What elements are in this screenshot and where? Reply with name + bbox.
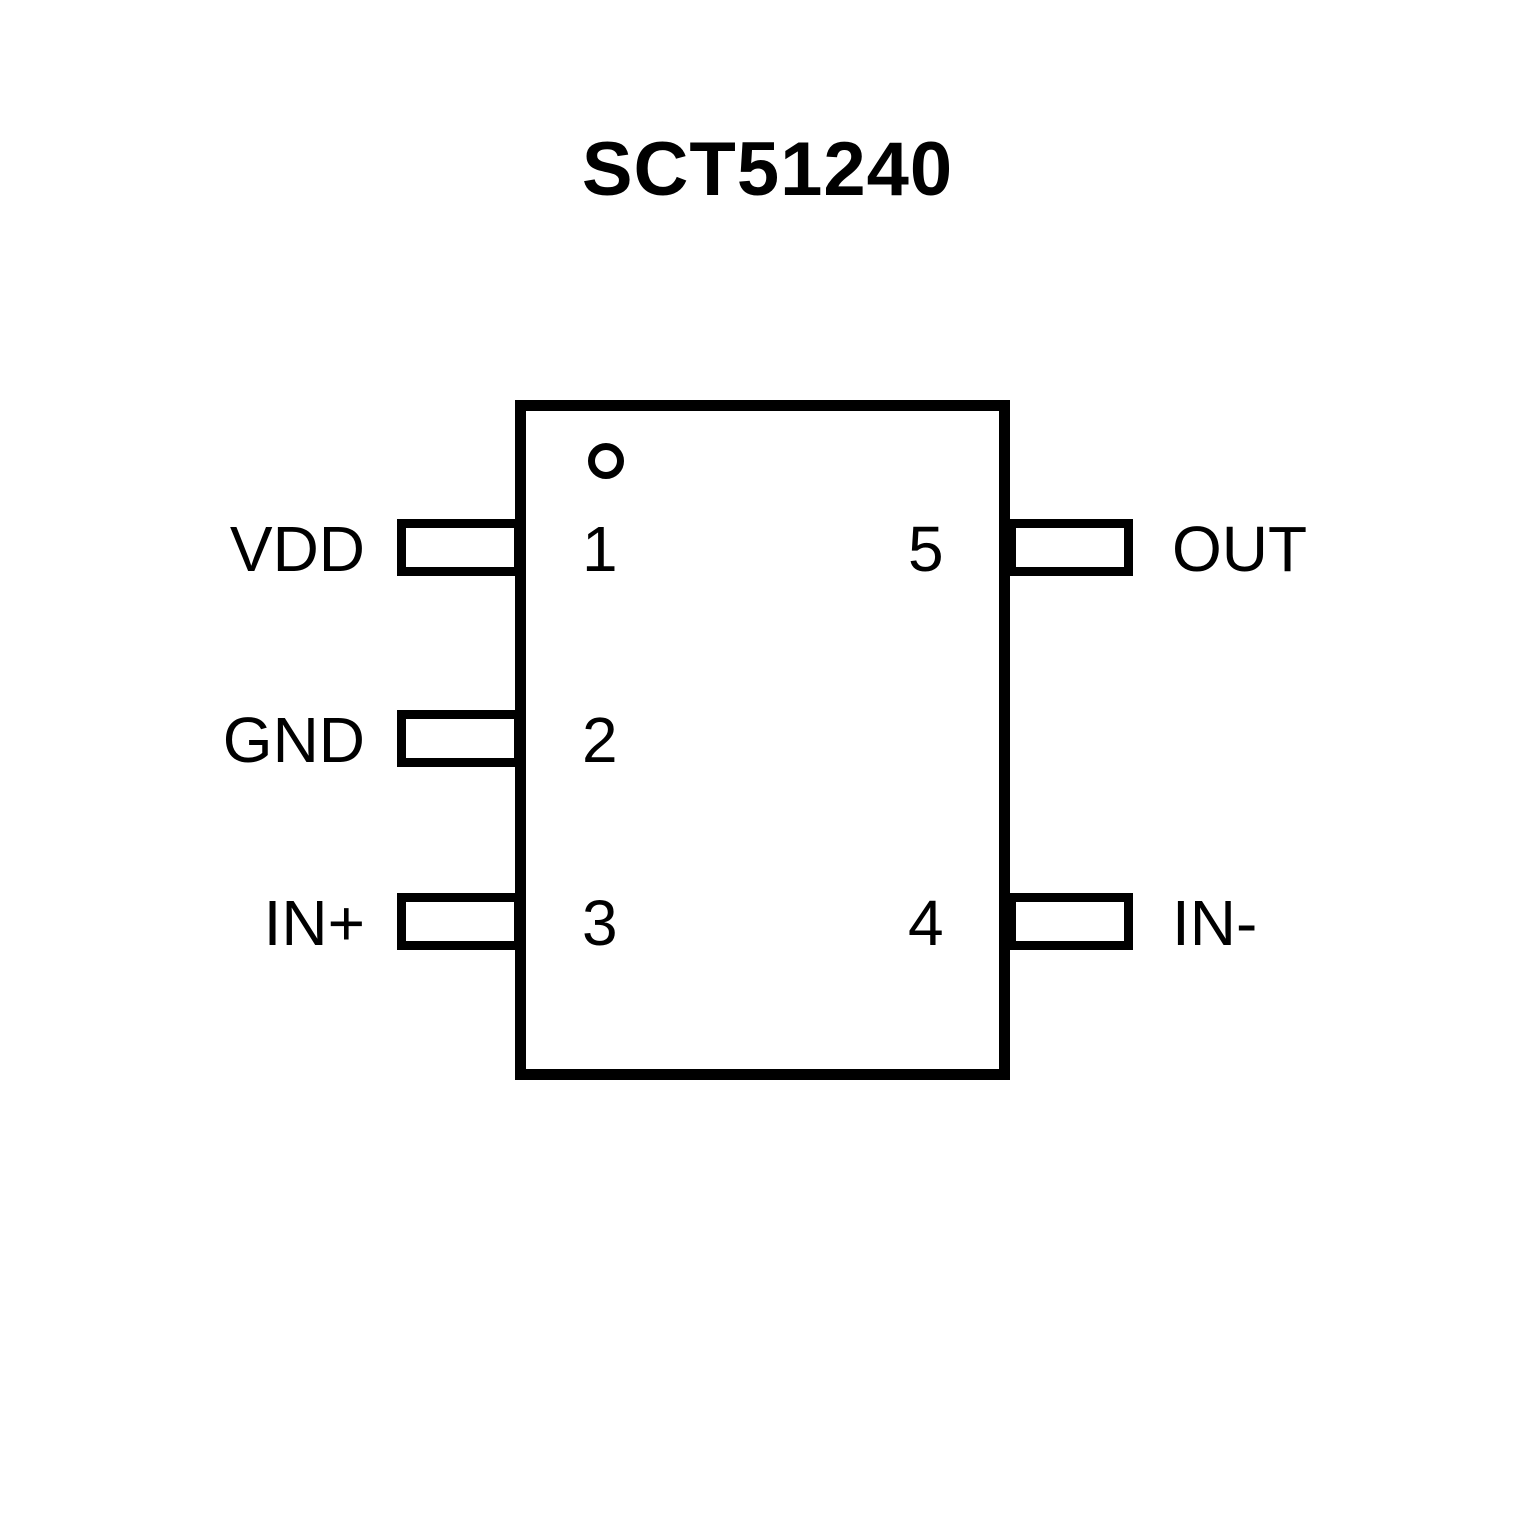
- pin-lead-4: [1007, 893, 1133, 950]
- pin-label-out: OUT: [1172, 513, 1308, 585]
- part-number-title: SCT51240: [581, 127, 954, 212]
- pin-number-5: 5: [908, 513, 944, 585]
- pin-lead-3: [397, 893, 523, 950]
- pin-lead-5: [1007, 519, 1133, 576]
- pin1-indicator-icon: [588, 443, 624, 479]
- pin-number-2: 2: [582, 704, 618, 776]
- pin-number-4: 4: [908, 887, 944, 959]
- pin-number-1: 1: [582, 513, 618, 585]
- pin-lead-2: [397, 710, 523, 767]
- pin-label-in-plus: IN+: [263, 887, 365, 959]
- pin-number-3: 3: [582, 887, 618, 959]
- pin-label-vdd: VDD: [229, 513, 365, 585]
- pin-lead-1: [397, 519, 523, 576]
- pin-label-gnd: GND: [222, 704, 365, 776]
- pin-label-in-minus: IN-: [1172, 887, 1258, 959]
